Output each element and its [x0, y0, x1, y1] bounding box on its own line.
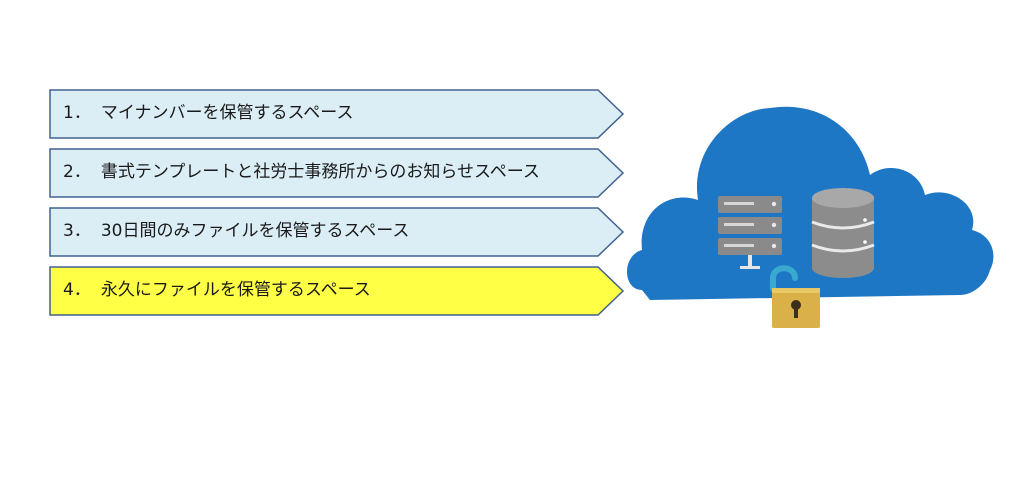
chevron-arrow-shape [49, 148, 625, 198]
database-icon [811, 188, 875, 278]
cloud-storage-illustration [620, 90, 1000, 340]
space-item-number: 2． [63, 162, 91, 182]
cloud-icon [627, 106, 994, 328]
space-item-1[interactable]: 1． マイナンバーを保管するスペース [49, 89, 625, 139]
space-item-label: 4． 永久にファイルを保管するスペース [63, 266, 371, 316]
unlocked-padlock-icon [770, 265, 820, 328]
space-item-label: 1． マイナンバーを保管するスペース [63, 89, 353, 139]
space-list: 1． マイナンバーを保管するスペース 2． 書式テンプレートと社労士事務所からのお知… [49, 89, 625, 316]
space-item-text: 書式テンプレートと社労士事務所からのお知らせスペース [100, 162, 540, 182]
chevron-arrow-shape [49, 266, 625, 316]
server-rack-icon [718, 196, 782, 269]
space-item-text: マイナンバーを保管するスペース [100, 103, 354, 123]
space-item-number: 1． [63, 103, 91, 123]
space-item-label: 3． 30日間のみファイルを保管するスペース [63, 207, 409, 257]
cloud-shape [627, 106, 994, 300]
space-item-number: 3． [63, 221, 91, 241]
space-item-text: 永久にファイルを保管するスペース [100, 280, 371, 300]
space-item-4[interactable]: 4． 永久にファイルを保管するスペース [49, 266, 625, 316]
space-item-2[interactable]: 2． 書式テンプレートと社労士事務所からのお知らせスペース [49, 148, 625, 198]
space-item-number: 4． [63, 280, 91, 300]
space-item-text: 30日間のみファイルを保管するスペース [100, 221, 410, 241]
chevron-arrow-shape [49, 207, 625, 257]
space-item-3[interactable]: 3． 30日間のみファイルを保管するスペース [49, 207, 625, 257]
chevron-arrow-shape [49, 89, 625, 139]
space-item-label: 2． 書式テンプレートと社労士事務所からのお知らせスペース [63, 148, 540, 198]
